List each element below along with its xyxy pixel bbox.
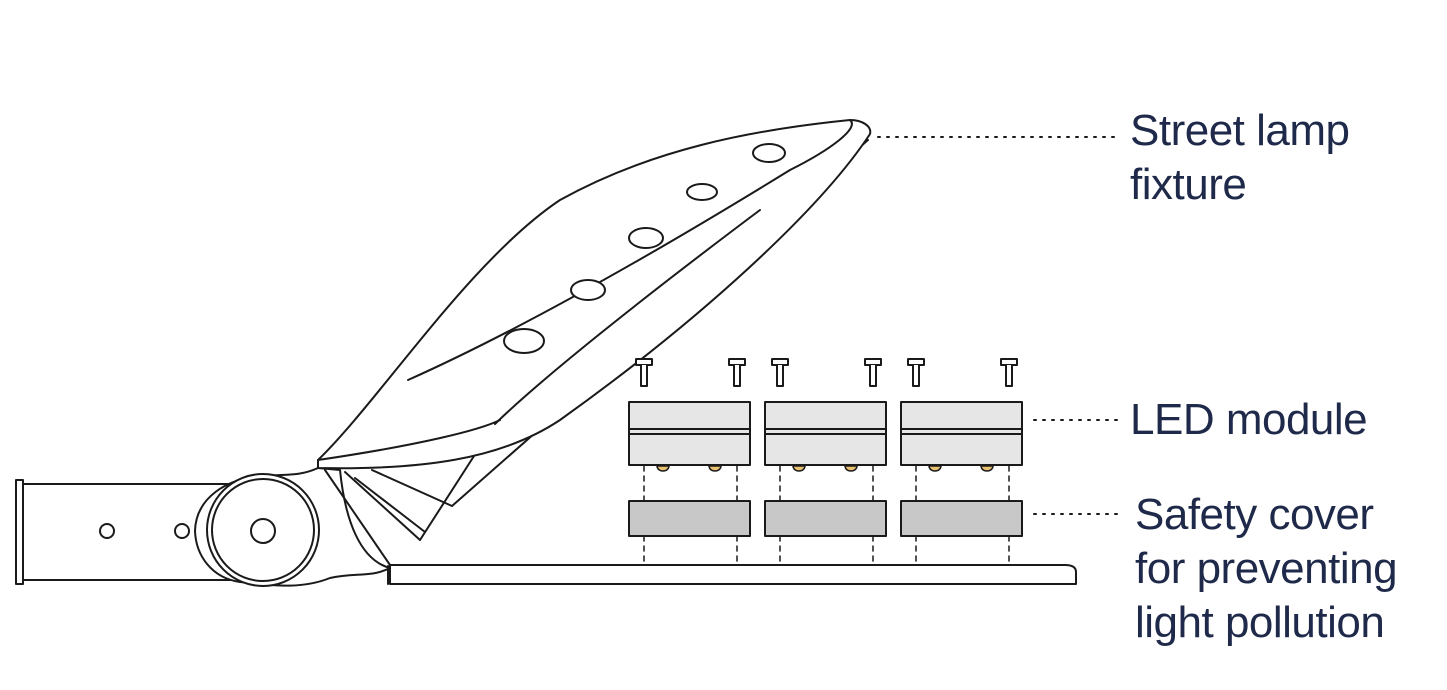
label-led-module: LED module [1130,393,1368,447]
safety-cover [764,500,887,537]
screw-head [907,358,925,366]
safety-cover [900,500,1023,537]
led-module-seam [900,428,1023,435]
screw-head [771,358,789,366]
screw-shaft [776,364,784,387]
led-dot [844,465,858,472]
label-line: Street lamp [1130,106,1350,155]
screw-shaft [912,364,920,387]
screw-head [728,358,746,366]
led-modules [628,358,1023,566]
led-dot [792,465,806,472]
label-street-lamp-fixture: Street lamp fixture [1130,104,1350,212]
screw-head [1000,358,1018,366]
led-module-seam [628,428,751,435]
led-dot [980,465,994,472]
screw-head [635,358,653,366]
label-safety-cover: Safety cover for preventing light pollut… [1135,488,1398,650]
label-line: light pollution [1135,598,1385,647]
led-dot [928,465,942,472]
led-module-seam [764,428,887,435]
label-line: fixture [1130,160,1247,209]
lamp-head [317,119,872,470]
screw-shaft [869,364,877,387]
mounting-arm [15,479,233,585]
screw-shaft [1005,364,1013,387]
hinge-joint [194,467,391,587]
screw-shaft [733,364,741,387]
screw-shaft [640,364,648,387]
label-line: LED module [1130,395,1368,444]
led-dot [656,465,670,472]
label-line: Safety cover [1135,490,1374,539]
label-line: for preventing [1135,544,1398,593]
safety-cover [628,500,751,537]
led-dot [708,465,722,472]
screw-head [864,358,882,366]
leader-lines [877,136,1121,515]
